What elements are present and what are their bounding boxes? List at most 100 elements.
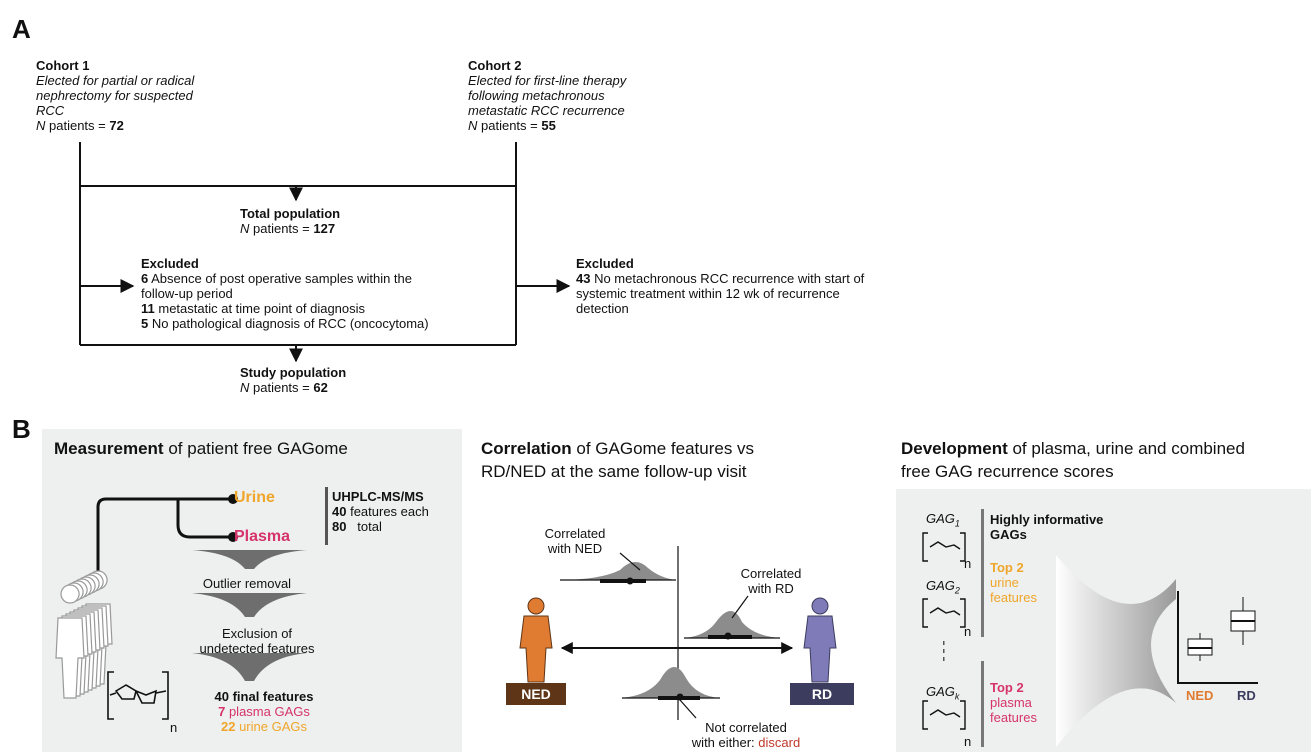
development-title: Development of plasma, urine and combine… — [901, 437, 1245, 483]
study-population-block: Study population N patients = 62 — [240, 365, 346, 395]
dev-subscript-n-3: n — [964, 734, 972, 749]
panel-b-letter: B — [12, 414, 31, 444]
urine-label: Urine — [234, 489, 275, 506]
excluded-left-item-1: 6 Absence of post operative samples with… — [141, 271, 501, 286]
plasma-divider — [981, 661, 984, 747]
development-title-bold: Development — [901, 439, 1008, 458]
features-text: features each — [346, 504, 429, 519]
step-exclusion-line2: undetected features — [199, 641, 315, 656]
excluded-left-title: Excluded — [141, 256, 199, 271]
excluded-right-block: Excluded 43 No metachronous RCC recurren… — [576, 256, 936, 316]
panel-a-letter: A — [12, 14, 31, 44]
dev-subscript-n-2: n — [964, 624, 972, 639]
excluded-left-item-2-text: metastatic at time point of diagnosis — [154, 301, 366, 316]
rd-callout — [731, 595, 749, 619]
dev-rd-label: RD — [1237, 688, 1256, 703]
development-title-rest: of plasma, urine and combined — [1007, 439, 1245, 458]
final-features: 40 final features — [194, 689, 334, 704]
plasma-gags: 7 plasma GAGs — [194, 704, 334, 719]
cohort1-desc-2: nephrectomy for suspected — [36, 88, 193, 103]
discard-distribution — [620, 666, 720, 698]
total-text: total — [346, 519, 382, 534]
development-title-line2: free GAG recurrence scores — [901, 462, 1114, 481]
cohort2-block: Cohort 2 Elected for first-line therapy … — [468, 58, 698, 133]
step-exclusion-line1: Exclusion of — [221, 626, 293, 641]
rd-distribution — [684, 611, 780, 638]
total-n-suffix: patients = — [249, 221, 314, 236]
ned-distribution — [558, 561, 676, 580]
cohort1-n-suffix: patients = — [45, 118, 110, 133]
urine-gags-num: 22 — [221, 719, 236, 734]
ned-box-label: NED — [521, 686, 551, 702]
excluded-right-text-1: No metachronous RCC recurrence with star… — [590, 271, 865, 286]
ned-callout — [619, 552, 641, 571]
rd-point — [724, 632, 732, 640]
gagk-sub: k — [954, 691, 960, 702]
flowchart-lines — [79, 142, 571, 363]
excluded-left-item-3: 5 No pathological diagnosis of RCC (onco… — [141, 316, 501, 331]
total-n-value: 127 — [313, 221, 336, 236]
dev-subscript-n-1: n — [964, 556, 972, 571]
highly-informative-label: Highly informative GAGs — [990, 512, 1103, 542]
rd-box-label: RD — [811, 686, 833, 702]
discard-point — [676, 693, 684, 701]
cohort1-title: Cohort 1 — [36, 58, 90, 73]
funnel-3 — [192, 653, 307, 681]
line-to-urine — [96, 497, 232, 589]
correlation-title-bold: Correlation — [481, 439, 572, 458]
plasma-gags-num: 7 — [218, 704, 226, 719]
measurement-title-rest: of patient free GAGome — [163, 439, 348, 458]
study-n-value: 62 — [313, 380, 328, 395]
excluded-left-block: Excluded 6 Absence of post operative sam… — [141, 256, 501, 331]
cohort2-desc-2: following metachronous — [468, 88, 605, 103]
cohort1-desc-3: RCC — [36, 103, 65, 118]
line-to-plasma — [176, 499, 232, 539]
study-n: N patients = 62 — [240, 380, 346, 395]
measurement-subscript-n: n — [170, 720, 178, 735]
funnel-2 — [192, 593, 307, 617]
features-total: 80 total — [332, 519, 429, 534]
cohort2-desc-1: Elected for first-line therapy — [468, 73, 627, 88]
final-text: final features — [228, 689, 314, 704]
cohort2-n-value: 55 — [541, 118, 556, 133]
total-n-label: N — [240, 221, 250, 236]
measurement-graphic — [55, 487, 328, 720]
gag2-sub: 2 — [954, 585, 960, 596]
rd-box — [790, 683, 854, 705]
top2-urine-line3: features — [990, 590, 1037, 605]
excluded-left-item-1-cont: follow-up period — [141, 286, 233, 301]
funnel-1 — [192, 550, 307, 569]
plasma-gags-text: plasma GAGs — [225, 704, 310, 719]
top2-plasma-line2: plasma — [990, 695, 1032, 710]
final-num: 40 — [214, 689, 229, 704]
correlation-title-line2: RD/NED at the same follow-up visit — [481, 462, 747, 481]
cohort2-title: Cohort 2 — [468, 58, 522, 73]
excluded-left-item-2-num: 11 — [141, 301, 155, 316]
excluded-left-item-3-text: No pathological diagnosis of RCC (oncocy… — [148, 316, 429, 331]
gag-structure-icon — [107, 671, 169, 720]
step-outlier: Outlier removal — [202, 576, 292, 591]
total-population-block: Total population N patients = 127 — [240, 206, 340, 236]
total-num: 80 — [332, 519, 347, 534]
score-funnel — [1056, 555, 1176, 747]
cohort1-block: Cohort 1 Elected for partial or radical … — [36, 58, 266, 133]
ned-box — [506, 683, 566, 705]
development-graphic — [922, 509, 1258, 747]
cohort2-n-suffix: patients = — [477, 118, 542, 133]
plasma-label: Plasma — [234, 528, 291, 545]
discard-callout — [679, 699, 697, 719]
correlation-title: Correlation of GAGome features vs RD/NED… — [481, 437, 754, 483]
highly-line1: Highly informative — [990, 512, 1104, 527]
gagk-text: GAG — [926, 684, 955, 699]
cohort1-n-value: 72 — [109, 118, 124, 133]
urine-gags: 22 urine GAGs — [194, 719, 334, 734]
gag1-label: GAG1 — [926, 511, 960, 532]
highly-divider — [981, 509, 984, 637]
cohort2-desc-3: metastatic RCC recurrence — [468, 103, 625, 118]
top2-urine-label: Top 2 urine features — [990, 560, 1037, 605]
cohort1-n: N patients = 72 — [36, 118, 266, 133]
correlated-ned-label: Correlated with NED — [520, 526, 630, 556]
excluded-right-line-3: detection — [576, 301, 629, 316]
excluded-left-item-1-text: Absence of post operative samples within… — [148, 271, 412, 286]
excluded-left-item-2: 11 metastatic at time point of diagnosis — [141, 301, 501, 316]
